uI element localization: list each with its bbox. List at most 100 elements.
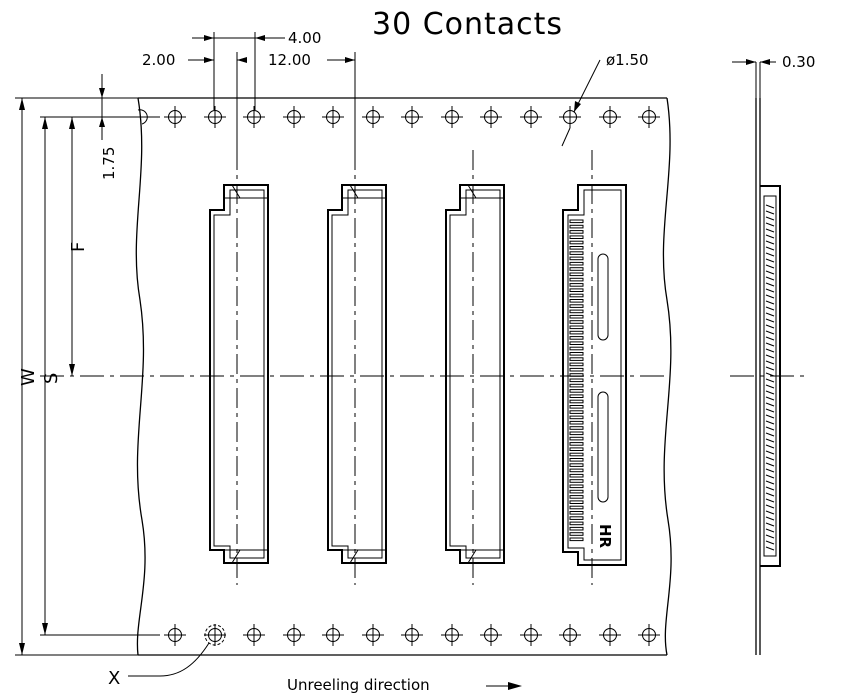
sprocket-hole [559, 106, 581, 128]
sprocket-hole [638, 624, 660, 646]
contact-pin [569, 230, 584, 234]
contact-pin [569, 320, 584, 324]
side-pin [765, 270, 775, 275]
contact-pin [569, 246, 584, 250]
width-w-label: W [18, 368, 39, 386]
contact-pin [569, 346, 584, 351]
connector-3 [445, 184, 505, 564]
contact-pin [569, 277, 584, 282]
connector-1 [209, 184, 269, 564]
contact-pin [569, 299, 584, 303]
contact-pin [569, 516, 584, 520]
hole-spacing-s-label: S [41, 373, 62, 384]
contact-pin [569, 336, 584, 340]
sprocket-hole [480, 106, 502, 128]
side-pin [765, 330, 775, 335]
side-pin [765, 258, 775, 263]
side-pin [765, 348, 775, 353]
drawing-title: 30 Contacts [372, 7, 563, 42]
connector-center-lines [236, 150, 593, 585]
side-pin [765, 486, 775, 491]
sprocket-hole [401, 624, 423, 646]
contact-pin [569, 405, 584, 409]
sprocket-hole [164, 106, 186, 128]
contact-pin [569, 394, 584, 398]
sprocket-hole [283, 106, 305, 128]
contact-pin [569, 357, 584, 361]
side-pin [765, 300, 775, 305]
side-pin [765, 528, 775, 533]
contact-pin [569, 362, 584, 367]
side-pin [765, 222, 775, 227]
contact-pin [569, 442, 584, 446]
contact-pin [569, 484, 584, 489]
contact-pin [569, 426, 584, 430]
side-pin [765, 216, 775, 221]
sprocket-hole [480, 624, 502, 646]
partial-hole [137, 109, 148, 125]
side-pin [765, 312, 775, 317]
sprocket-hole [401, 106, 423, 128]
side-view: 0.30 [730, 53, 815, 655]
side-pin [765, 492, 775, 497]
x-callout-label: X [108, 668, 120, 689]
side-pin [765, 504, 775, 509]
sprocket-hole [243, 624, 265, 646]
sprocket-hole [322, 106, 344, 128]
sprocket-hole [559, 624, 581, 646]
contact-pin [569, 293, 584, 298]
side-pin [765, 540, 775, 545]
contact-pins [569, 219, 584, 542]
contact-pin [569, 314, 584, 319]
side-pin [765, 210, 775, 215]
contact-pin [569, 261, 584, 266]
connector-pitch-label: 12.00 [268, 51, 311, 69]
contact-pin [569, 383, 584, 388]
contact-pin [569, 330, 584, 335]
x-callout: X [108, 624, 226, 689]
sprocket-hole [441, 106, 463, 128]
side-pin [765, 228, 775, 233]
left-dimensions: W S F 1.75 [15, 74, 160, 656]
side-pin [765, 468, 775, 473]
contact-pin [569, 511, 584, 515]
side-pin [765, 342, 775, 347]
contact-pin [569, 521, 584, 526]
contact-pin [569, 373, 584, 377]
unreeling-direction-label: Unreeling direction [287, 676, 430, 694]
side-pin [765, 534, 775, 539]
sprocket-hole [441, 624, 463, 646]
contact-pin [569, 272, 584, 277]
side-pin [765, 354, 775, 359]
hole-diameter-label: ø1.50 [606, 51, 649, 69]
sprocket-hole [520, 106, 542, 128]
side-pin [765, 282, 775, 287]
contact-pin [569, 420, 584, 425]
contact-pin [569, 452, 584, 457]
sprocket-hole [322, 624, 344, 646]
contact-pin [569, 341, 584, 345]
contact-pin [569, 415, 584, 420]
sprocket-holes-top [137, 106, 660, 128]
side-pin [765, 204, 775, 209]
sprocket-hole [362, 106, 384, 128]
contact-pin [569, 283, 584, 287]
side-pin [765, 360, 775, 365]
pitch-small-label: 2.00 [142, 51, 175, 69]
contact-pin [569, 325, 584, 330]
contact-pin [569, 309, 584, 314]
side-pin [765, 240, 775, 245]
f-dimension-label: F [68, 242, 89, 252]
side-pin [765, 414, 775, 419]
side-pin [765, 252, 775, 257]
thickness-dimension-label: 0.30 [782, 53, 815, 71]
contact-pin [569, 256, 584, 261]
contact-pin [569, 288, 584, 292]
sprocket-hole [204, 106, 226, 128]
sprocket-hole [638, 106, 660, 128]
side-pin [765, 432, 775, 437]
side-pin [765, 498, 775, 503]
direction-arrow-icon [508, 682, 522, 690]
contact-pin [569, 436, 584, 441]
